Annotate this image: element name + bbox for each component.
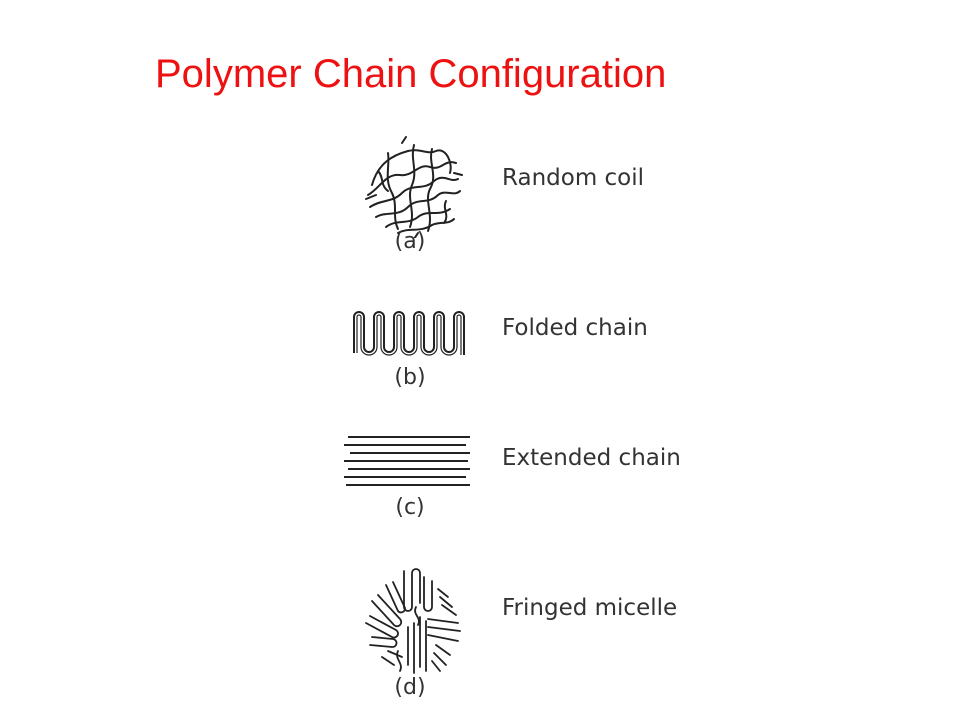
config-tag-a: (a): [394, 229, 426, 254]
config-tag-b: (b): [394, 365, 426, 390]
config-tag-c: (c): [395, 495, 425, 520]
config-label-fringed-micelle: Fringed micelle: [502, 595, 678, 621]
fringed-micelle-icon: [358, 567, 498, 677]
config-label-random-coil: Random coil: [502, 165, 645, 191]
config-label-extended-chain: Extended chain: [502, 445, 681, 471]
config-label-folded-chain: Folded chain: [502, 315, 648, 341]
random-coil-icon: [358, 133, 498, 238]
slide-title: Polymer Chain Configuration: [155, 52, 667, 96]
config-tag-d: (d): [394, 675, 426, 700]
folded-chain-icon: [350, 305, 490, 359]
extended-chain-icon: [342, 433, 482, 493]
chain-configuration-figure: Random coil (a) Folded chain (b) Ex: [330, 125, 750, 715]
